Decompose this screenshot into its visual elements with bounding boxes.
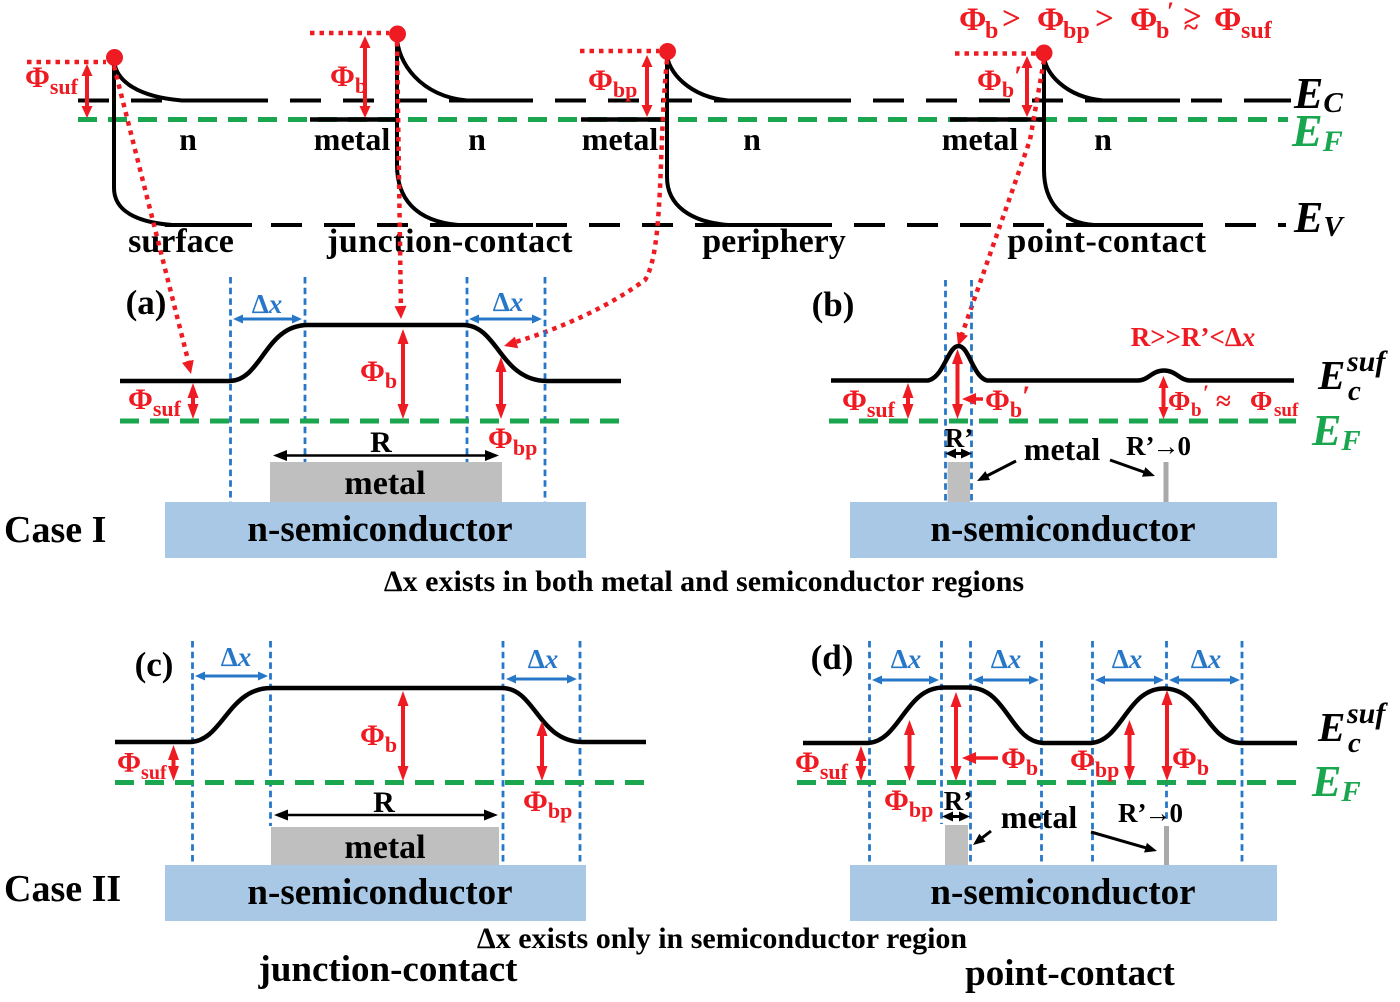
svg-text:~: ~ (1184, 12, 1198, 42)
svg-text:n: n (468, 121, 486, 157)
svg-text:Δx exists only in semiconducto: Δx exists only in semiconductor region (477, 922, 968, 955)
svg-text:periphery: periphery (702, 223, 846, 260)
svg-text:n: n (743, 121, 761, 157)
svg-text:Φb: Φb (360, 355, 397, 393)
svg-text:Φb: Φb (1172, 742, 1209, 780)
svg-text:Δx: Δx (891, 644, 921, 674)
svg-text:suf: suf (1346, 697, 1388, 730)
svg-text:c: c (1348, 375, 1361, 407)
svg-text:n: n (1094, 121, 1112, 157)
svg-text:point-contact: point-contact (1007, 223, 1206, 260)
svg-text:suf: suf (1346, 345, 1388, 378)
svg-text:metal: metal (582, 121, 659, 157)
svg-text:n-semiconductor: n-semiconductor (247, 509, 512, 550)
svg-text:R’→0: R’→0 (1126, 431, 1191, 461)
svg-text:Φb′: Φb′ (977, 60, 1023, 102)
svg-text:R>>R’<Δx: R>>R’<Δx (1131, 322, 1256, 352)
svg-text:EF: EF (1311, 757, 1361, 808)
svg-text:(d): (d) (811, 638, 854, 677)
svg-text:(c): (c) (135, 645, 174, 684)
svg-text:metal: metal (1024, 431, 1101, 467)
svg-text:R’: R’ (944, 786, 973, 816)
svg-text:metal: metal (942, 121, 1019, 157)
svg-text:metal: metal (344, 829, 425, 866)
svg-text:(a): (a) (126, 283, 167, 322)
svg-text:R: R (370, 426, 392, 459)
svg-text:surface: surface (128, 223, 234, 260)
svg-text:metal: metal (344, 465, 425, 502)
svg-text:Δx: Δx (991, 644, 1021, 674)
svg-text:Φb′: Φb′ (985, 380, 1031, 422)
svg-text:metal: metal (1001, 799, 1078, 835)
svg-text:Δx: Δx (221, 642, 251, 672)
svg-text:n-semiconductor: n-semiconductor (930, 872, 1195, 913)
svg-text:n-semiconductor: n-semiconductor (247, 872, 512, 913)
svg-text:Case I: Case I (4, 509, 106, 551)
svg-text:Δx: Δx (1191, 644, 1221, 674)
svg-text:R’: R’ (945, 423, 974, 453)
svg-text:Case II: Case II (4, 868, 121, 910)
svg-text:R’→0: R’→0 (1118, 798, 1183, 828)
svg-text:EF: EF (1291, 105, 1343, 158)
svg-text:junction-contact: junction-contact (326, 223, 573, 260)
svg-text:E: E (1317, 704, 1345, 750)
svg-text:Φb′≈Φsuf: Φb′≈Φsuf (1168, 380, 1299, 421)
svg-text:point-contact: point-contact (965, 953, 1175, 994)
svg-text:Δx: Δx (493, 287, 523, 317)
svg-text:Δx: Δx (528, 644, 558, 674)
svg-text:c: c (1348, 727, 1361, 759)
svg-text:n-semiconductor: n-semiconductor (930, 509, 1195, 550)
svg-text:Δx: Δx (252, 289, 282, 319)
svg-text:Δx exists in both metal and se: Δx exists in both metal and semiconducto… (384, 565, 1024, 598)
svg-text:junction-contact: junction-contact (258, 949, 519, 990)
svg-text:Φb>Φbp>Φb′>Φsuf: Φb>Φbp>Φb′>Φsuf (959, 0, 1273, 44)
svg-text:E: E (1317, 352, 1345, 398)
svg-text:R: R (373, 786, 395, 819)
svg-text:(b): (b) (812, 285, 855, 324)
svg-text:Δx: Δx (1112, 644, 1142, 674)
svg-text:n: n (179, 121, 197, 157)
svg-text:metal: metal (314, 121, 391, 157)
